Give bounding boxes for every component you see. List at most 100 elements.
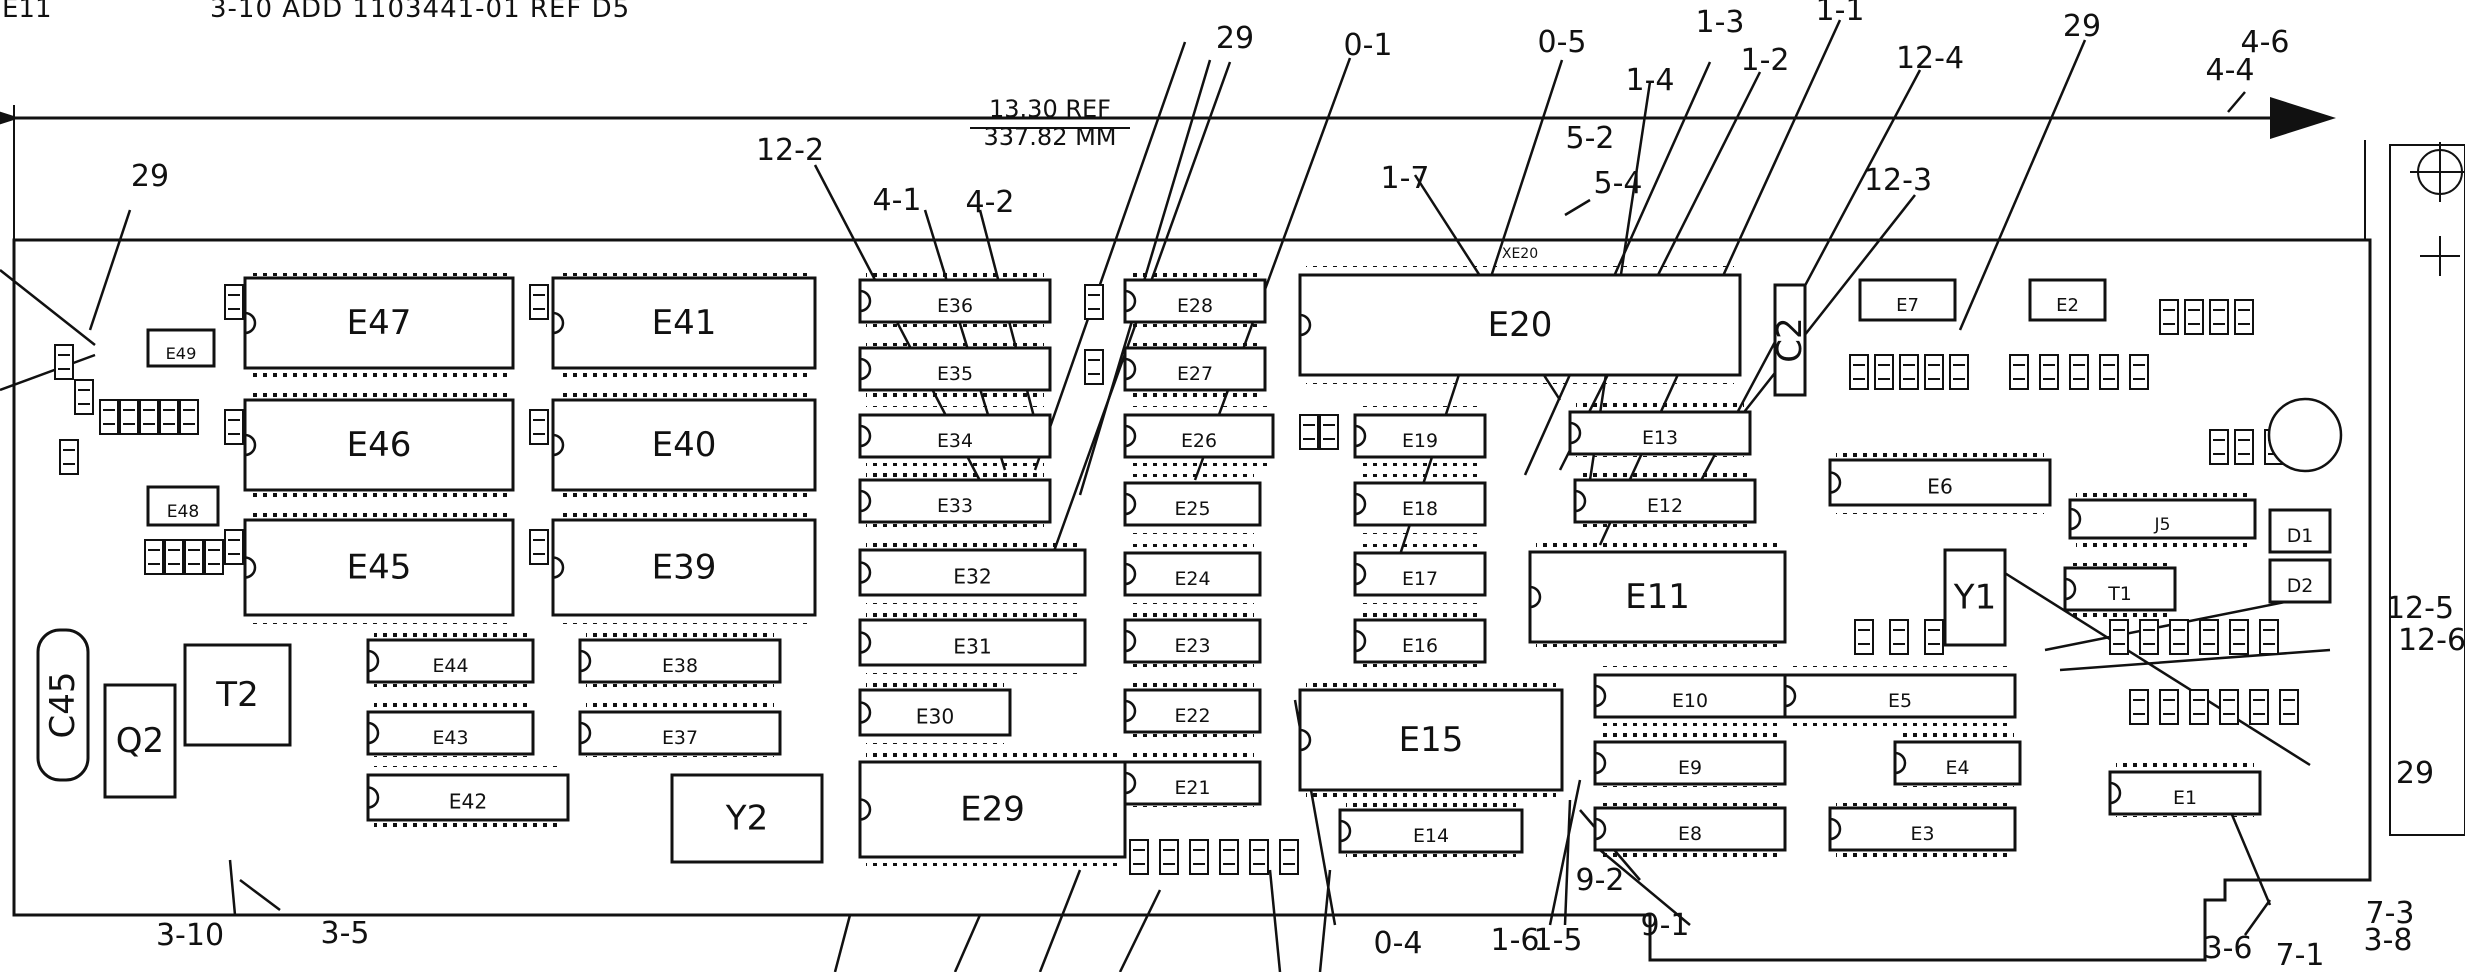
component-xe20: XE20 [1502,246,1538,262]
component-label: Y1 [1953,578,1996,618]
component-e24: E24 [1123,544,1262,604]
component-e15: E15 [1298,681,1564,799]
callout-0-5: 0-5 [1538,25,1587,60]
component-e45: E45 [243,511,515,624]
component-label: E24 [1175,568,1211,590]
component-e1: E1 [2108,763,2262,823]
component-label: E49 [166,344,197,363]
component-e11: E11 [1528,543,1787,651]
component-label: E36 [937,295,973,317]
callout-29: 29 [2063,9,2101,44]
callout-1-7: 1-7 [1381,161,1430,196]
component-label: E19 [1402,430,1438,452]
component-e46: E46 [243,391,515,499]
component-e26: E26 [1123,406,1275,466]
component-label: E35 [937,363,973,385]
callout-1-2: 1-2 [1741,43,1790,78]
component-label: E38 [662,655,698,677]
component-e25: E25 [1123,474,1262,534]
component-label: E43 [433,727,469,749]
component-j5: J5 [2068,491,2257,547]
component-y1: Y1 [1943,548,2007,647]
component-e30: E30 [858,681,1012,744]
component-d1: D1 [2268,508,2332,554]
component-e19: E19 [1353,406,1487,466]
callout-5-2: 5-2 [1566,121,1615,156]
component-label: E1 [2173,787,2197,809]
component-label: T1 [2107,583,2132,605]
component-label: E44 [433,655,469,677]
component-e35: E35 [858,339,1052,399]
component-label: E22 [1175,705,1211,727]
callout-1-5: 1-5 [1534,923,1583,958]
component-e2: E2 [2028,278,2107,322]
component-label: E9 [1678,757,1702,779]
component-label: C2 [1770,317,1810,362]
component-d2: D2 [2268,558,2332,604]
callout-7-1: 7-1 [2276,938,2325,972]
component-label: E20 [1488,305,1553,345]
component-label: E13 [1642,427,1678,449]
callout-1-1: 1-1 [1816,0,1865,28]
component-label: E45 [347,548,412,588]
callout-3-8: 3-8 [2364,923,2413,958]
callout-1-6: 1-6 [1491,923,1540,958]
component-label: E39 [652,548,717,588]
passive-components [54,284,2343,875]
callout-12-4: 12-4 [1896,41,1964,76]
component-e21: E21 [1123,753,1262,813]
component-e40: E40 [551,391,817,499]
component-e39: E39 [551,511,817,624]
component-label: J5 [2154,515,2171,535]
component-e29: E29 [858,753,1127,866]
callout-0-4: 0-4 [1374,926,1423,961]
component-e28: E28 [1123,271,1267,331]
component-label: E34 [937,430,973,452]
component-e37: E37 [578,703,782,763]
component-label: E26 [1181,430,1217,452]
component-label: E4 [1946,757,1970,779]
component-label: E46 [347,425,412,465]
component-e13: E13 [1568,403,1752,463]
component-e18: E18 [1353,474,1487,534]
component-e42: E42 [366,766,570,829]
component-e34: E34 [858,406,1052,466]
callout-12-5: 12-5 [2386,591,2454,626]
component-e23: E23 [1123,611,1262,671]
dimension-label: 13.30 REF 337.82 MM [960,96,1140,152]
board-tab [2389,144,2465,836]
component-e31: E31 [858,611,1087,674]
callout-3-10: 3-10 [156,918,224,953]
dimension-mm: 337.82 MM [983,123,1117,151]
component-label: E42 [449,790,488,814]
component-label: E29 [960,790,1025,830]
component-label: E2 [2056,295,2079,316]
callout-29: 29 [131,159,169,194]
component-e4: E4 [1893,733,2022,793]
component-label: E12 [1647,495,1683,517]
callout-9-1: 9-1 [1641,908,1690,943]
component-y2: Y2 [670,773,824,864]
component-label: E48 [167,502,200,522]
dimension-inches: 13.30 REF [989,95,1111,123]
component-e43: E43 [366,703,535,763]
component-label: E21 [1175,777,1211,799]
component-label: E47 [347,303,412,343]
component-e32: E32 [858,541,1087,604]
revision-note: 3-10 ADD 1103441-01 REF D5 [210,0,631,24]
callout-3-6: 3-6 [2204,931,2253,966]
component-e47: E47 [243,269,515,377]
component-e12: E12 [1573,471,1757,531]
component-e38: E38 [578,631,782,691]
component-label: C45 [43,671,83,738]
callout-9-2: 9-2 [1576,863,1625,898]
component-c45: C45 [36,628,90,782]
component-label: E31 [953,635,992,659]
component-e20: E20 [1298,266,1742,384]
component-label: Q2 [116,721,164,761]
component-e44: E44 [366,631,535,691]
callout-4-6: 4-6 [2241,25,2290,60]
callout-4-4: 4-4 [2206,53,2255,88]
